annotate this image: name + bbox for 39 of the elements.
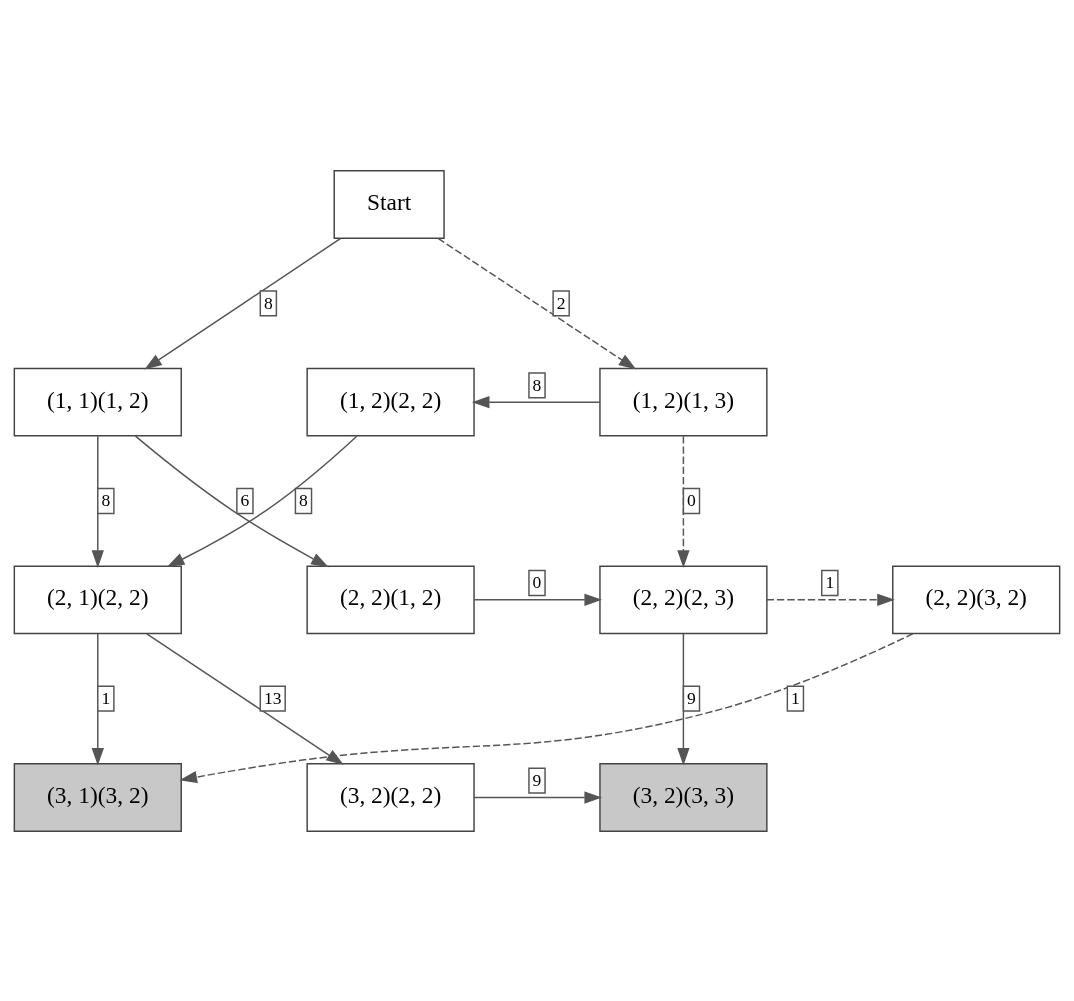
edge-label: 8 <box>532 374 542 395</box>
node-box: (3, 2)(2, 2) <box>306 762 475 832</box>
node-box: (3, 1)(3, 2) <box>13 762 182 832</box>
arrow <box>144 237 342 370</box>
edge-label: 8 <box>263 292 273 313</box>
arrow <box>91 435 104 568</box>
node-box: Start <box>333 169 445 239</box>
arrow <box>471 395 601 408</box>
arrow <box>134 434 329 567</box>
edge-label: 2 <box>556 292 566 313</box>
arrow <box>766 593 895 606</box>
arrow <box>473 790 602 804</box>
node-box: (1, 2)(1, 3) <box>599 367 768 437</box>
arrow <box>677 632 690 765</box>
arrow <box>473 593 602 606</box>
arrow <box>91 632 104 765</box>
edge-label: 1 <box>791 687 800 708</box>
arrow <box>677 435 690 568</box>
node-box: (2, 2)(1, 2) <box>306 564 475 634</box>
arrow <box>437 237 637 370</box>
edge-label: 1 <box>101 687 111 708</box>
edge-label: 8 <box>299 489 308 510</box>
node-box: (3, 2)(3, 3) <box>599 762 768 832</box>
node-box: (1, 2)(2, 2) <box>306 367 475 437</box>
node-box: (1, 1)(1, 2) <box>13 367 182 437</box>
arrow <box>146 632 344 765</box>
edge-label: 13 <box>263 687 282 708</box>
edge-label: 0 <box>687 489 696 510</box>
edge-label: 9 <box>687 687 696 708</box>
edge-label: 8 <box>101 489 111 510</box>
edge-label: 0 <box>532 571 542 592</box>
arrow <box>179 632 914 783</box>
arrow <box>166 435 358 567</box>
edge-label: 9 <box>532 769 542 790</box>
node-box: (2, 2)(2, 3) <box>599 564 768 634</box>
node-box: (2, 2)(3, 2) <box>892 564 1061 634</box>
node-box: (2, 1)(2, 2) <box>13 564 182 634</box>
edge-label: 1 <box>825 571 835 592</box>
edge-label: 6 <box>240 489 250 510</box>
